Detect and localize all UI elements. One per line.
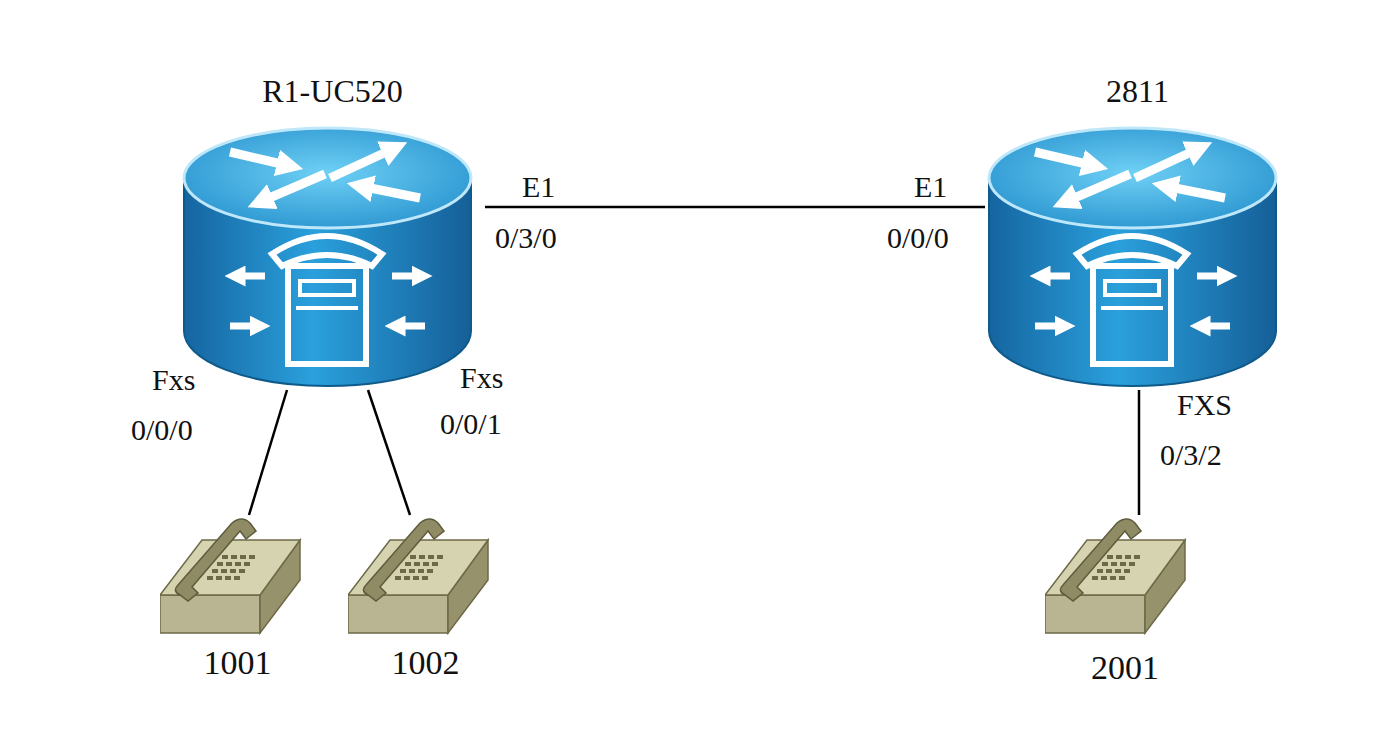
key — [1101, 576, 1107, 580]
fxs-port-label: Fxs — [150, 363, 197, 397]
key — [1102, 562, 1108, 566]
key — [410, 555, 416, 559]
fxs-port-label: 0/0/1 — [438, 407, 504, 441]
key — [244, 562, 250, 566]
key — [1092, 576, 1098, 580]
key — [234, 576, 240, 580]
key — [226, 562, 232, 566]
router-node: 2811 — [985, 68, 1290, 390]
key — [1124, 569, 1130, 573]
link-line — [485, 206, 985, 209]
key — [1115, 569, 1121, 573]
router-icon — [180, 126, 475, 388]
key — [418, 569, 424, 573]
key — [419, 555, 425, 559]
extension-number: 2001 — [1045, 648, 1205, 688]
key — [405, 562, 411, 566]
fxs-port-label: 0/3/2 — [1158, 438, 1224, 472]
key — [422, 576, 428, 580]
router-name: 2811 — [985, 72, 1290, 110]
key — [1125, 555, 1131, 559]
key — [432, 562, 438, 566]
key — [212, 569, 218, 573]
key — [413, 576, 419, 580]
key — [240, 555, 246, 559]
trunk-port-label: 0/3/0 — [493, 221, 559, 255]
link-line — [368, 390, 410, 515]
link-line — [1138, 390, 1141, 515]
trunk-port-label: 0/0/0 — [885, 221, 951, 255]
link-line — [249, 390, 287, 515]
key — [423, 562, 429, 566]
key — [249, 555, 255, 559]
phone-node: 2001 — [1045, 515, 1205, 695]
key — [400, 569, 406, 573]
key — [235, 562, 241, 566]
key — [1110, 576, 1116, 580]
trunk-port-label: E1 — [912, 170, 949, 204]
key — [1106, 569, 1112, 573]
key — [428, 555, 434, 559]
fxs-port-label: FXS — [1175, 388, 1234, 422]
key — [231, 555, 237, 559]
phone-node: 1002 — [348, 515, 503, 695]
phone-icon — [160, 515, 305, 637]
key — [1119, 576, 1125, 580]
key — [1107, 555, 1113, 559]
key — [230, 569, 236, 573]
key — [239, 569, 245, 573]
key — [1111, 562, 1117, 566]
trunk-port-label: E1 — [520, 170, 557, 204]
key — [1120, 562, 1126, 566]
router-name: R1-UC520 — [180, 72, 485, 110]
key — [395, 576, 401, 580]
fxs-port-label: 0/0/0 — [129, 413, 195, 447]
router-icon — [985, 126, 1280, 388]
key — [1134, 555, 1140, 559]
key — [427, 569, 433, 573]
key — [216, 576, 222, 580]
key — [225, 576, 231, 580]
phone-icon — [1045, 515, 1190, 637]
key — [404, 576, 410, 580]
key — [414, 562, 420, 566]
key — [217, 562, 223, 566]
key — [1129, 562, 1135, 566]
extension-number: 1001 — [160, 643, 315, 683]
extension-number: 1002 — [348, 643, 503, 683]
key — [1116, 555, 1122, 559]
key — [221, 569, 227, 573]
key — [222, 555, 228, 559]
key — [207, 576, 213, 580]
router-node: R1-UC520 — [180, 68, 485, 390]
key — [1097, 569, 1103, 573]
phone-node: 1001 — [160, 515, 315, 695]
phone-icon — [348, 515, 493, 637]
key — [409, 569, 415, 573]
fxs-port-label: Fxs — [458, 361, 505, 395]
key — [437, 555, 443, 559]
